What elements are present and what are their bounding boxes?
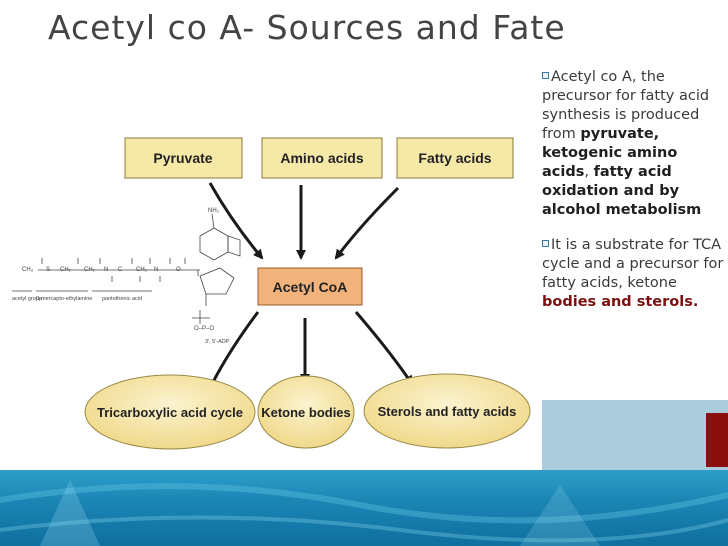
acetyl-coa-diagram: Pyruvate Amino acids Fatty acids Acetyl …: [12, 137, 531, 450]
band-light-curves: [0, 480, 728, 546]
center-label: Acetyl CoA: [273, 279, 348, 295]
center-box-acetyl-coa: Acetyl CoA: [257, 267, 363, 306]
bullet-2-red: bodies and sterols.: [542, 294, 699, 310]
source-label-pyruvate: Pyruvate: [153, 150, 212, 166]
structure-label-pantothenic: pantothenic acid: [102, 296, 142, 302]
bullet-2-text: It is a substrate for TCA cycle and a pr…: [542, 237, 724, 291]
bullet-list: Acetyl co A, the precursor for fatty aci…: [542, 68, 728, 312]
svg-text:S: S: [46, 267, 50, 273]
fate-label-tca: Tricarboxylic acid cycle: [97, 405, 243, 420]
bottom-band: [0, 470, 728, 546]
band-overlap-shade: [542, 400, 728, 470]
svg-text:CH₂: CH₂: [136, 267, 148, 273]
bullet-1: Acetyl co A, the precursor for fatty aci…: [542, 68, 728, 220]
svg-text:NH₂: NH₂: [208, 208, 220, 214]
arrow-pyruvate-to-acetyl: [208, 182, 264, 260]
svg-text:CH₃: CH₃: [22, 267, 34, 273]
arrow-acetyl-to-tca: [208, 311, 260, 390]
svg-text:CH₂: CH₂: [60, 267, 72, 273]
svg-text:C: C: [118, 267, 123, 273]
slide-title: Acetyl co A- Sources and Fate: [48, 8, 566, 47]
fate-ellipse-sterols: Sterols and fatty acids: [363, 373, 531, 449]
bullet-2: It is a substrate for TCA cycle and a pr…: [542, 236, 728, 312]
structure-label-acetyl: acetyl group: [12, 296, 42, 302]
arrow-fatty-to-acetyl: [334, 186, 400, 260]
fate-ellipse-ketone: Ketone bodies: [257, 375, 355, 449]
svg-text:O: O: [176, 267, 181, 273]
accent-red-strip: [706, 413, 728, 467]
source-box-fatty-acids: Fatty acids: [396, 137, 514, 179]
structure-label-mercapto: β-mercapto-ethylamine: [36, 296, 92, 302]
fate-label-ketone: Ketone bodies: [261, 405, 351, 420]
checkbox-bullet-icon: [542, 240, 549, 247]
svg-text:N: N: [154, 267, 158, 273]
source-label-amino-acids: Amino acids: [280, 150, 363, 166]
fate-ellipse-tca: Tricarboxylic acid cycle: [84, 374, 256, 450]
svg-text:N: N: [104, 267, 108, 273]
bullet-1-intro: Acetyl co A, the precursor for fatty aci…: [542, 69, 710, 142]
structure-text: CH₃ S CH₂ CH₂ N C CH₂ N O NH₂ O–P–O acet…: [12, 208, 230, 345]
bullet-1-bold-2: fatty acid oxidation and by alcohol meta…: [542, 164, 702, 218]
svg-text:O–P–O: O–P–O: [194, 326, 214, 332]
structure-label-adp: 3', 5'-ADP: [205, 339, 230, 345]
bullet-1-bold-1: pyruvate, ketogenic amino acids: [542, 126, 678, 180]
fate-label-sterols: Sterols and fatty acids: [378, 404, 517, 419]
source-box-amino-acids: Amino acids: [261, 137, 383, 179]
svg-text:CH₂: CH₂: [84, 267, 96, 273]
acetyl-coa-structure: [12, 213, 241, 324]
bullet-1-comma: ,: [584, 164, 589, 180]
checkbox-bullet-icon: [542, 72, 549, 79]
arrow-acetyl-to-sterols: [354, 311, 414, 386]
source-label-fatty-acids: Fatty acids: [418, 150, 491, 166]
source-box-pyruvate: Pyruvate: [124, 137, 243, 179]
